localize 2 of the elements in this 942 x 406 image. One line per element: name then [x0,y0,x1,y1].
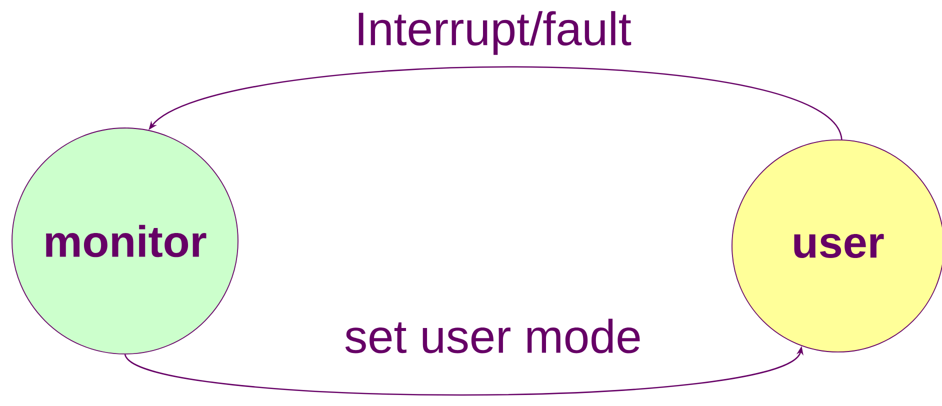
edge-label: Interrupt/fault [354,10,632,56]
edge-label: set user mode [343,318,643,354]
